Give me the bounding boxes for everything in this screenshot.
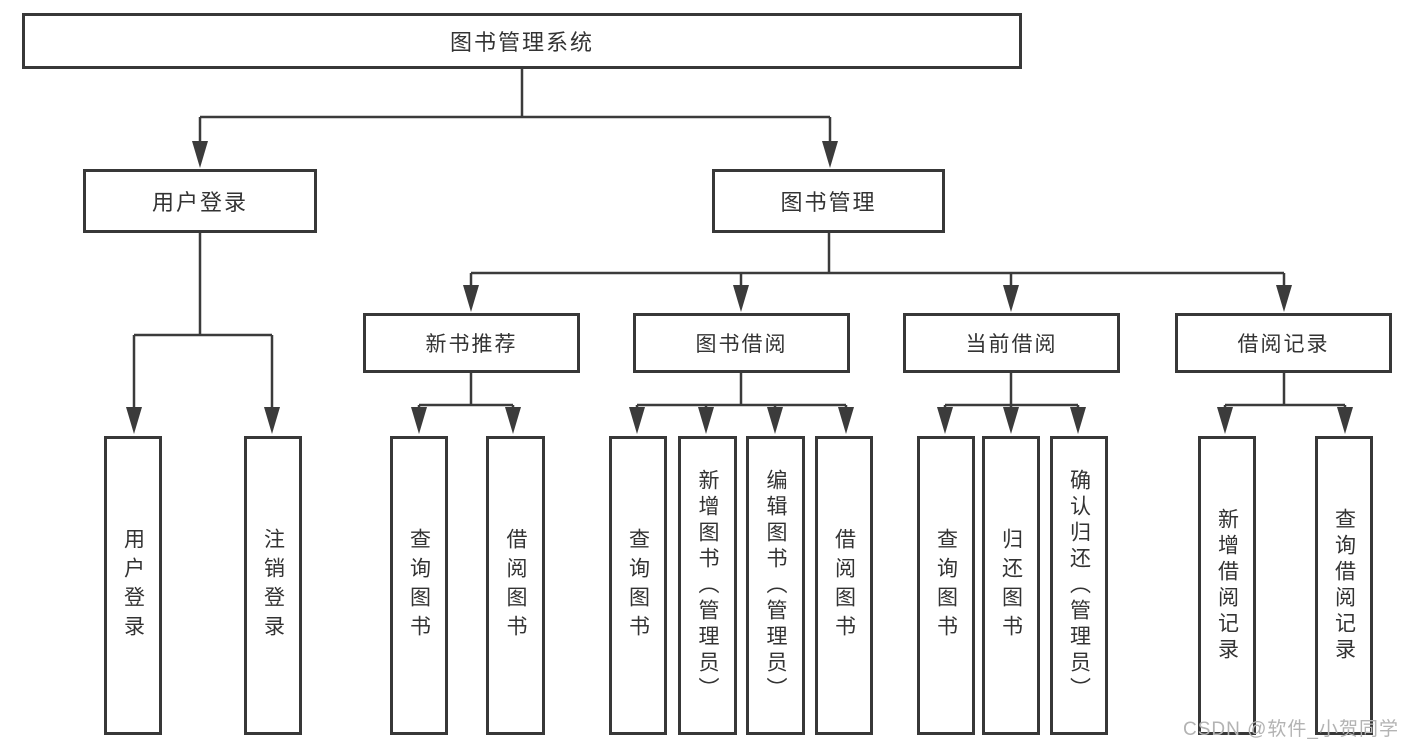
- leaf-query-borrow-record-label: 查询借阅记录: [1332, 507, 1356, 664]
- node-root-label: 图书管理系统: [449, 30, 594, 55]
- node-new-book-recommend: 新书推荐: [363, 313, 580, 373]
- leaf-edit-book-admin: 编辑图书（管理员）: [746, 436, 805, 735]
- arrow-down-icon: [698, 407, 714, 434]
- leaf-add-borrow-record-label: 新增借阅记录: [1215, 507, 1239, 664]
- node-user-login: 用户登录: [83, 169, 317, 233]
- node-current-borrow-label: 当前借阅: [965, 333, 1058, 356]
- leaf-return-book: 归还图书: [982, 436, 1040, 735]
- node-user-login-label: 用户登录: [151, 190, 248, 215]
- leaf-logout: 注销登录: [244, 436, 302, 735]
- node-current-borrow: 当前借阅: [903, 313, 1120, 373]
- arrow-down-icon: [767, 407, 783, 434]
- arrow-down-icon: [1070, 407, 1086, 434]
- node-new-book-recommend-label: 新书推荐: [425, 333, 518, 356]
- arrow-down-icon: [1003, 407, 1019, 434]
- watermark: CSDN @软件_小贺同学: [1183, 719, 1399, 740]
- node-book-management: 图书管理: [712, 169, 945, 233]
- arrow-down-icon: [411, 407, 427, 434]
- node-book-borrow: 图书借阅: [633, 313, 850, 373]
- node-root: 图书管理系统: [22, 13, 1022, 69]
- leaf-query-books-current: 查询图书: [917, 436, 975, 735]
- leaf-borrow-books-recommend-label: 借阅图书: [504, 527, 527, 644]
- arrow-down-icon: [1217, 407, 1233, 434]
- leaf-user-login: 用户登录: [104, 436, 162, 735]
- leaf-query-books-borrow-label: 查询图书: [626, 527, 650, 644]
- leaf-return-book-label: 归还图书: [999, 527, 1023, 644]
- leaf-add-book-admin-label: 新增图书（管理员）: [696, 468, 719, 703]
- leaf-add-book-admin: 新增图书（管理员）: [678, 436, 737, 735]
- node-borrow-records-label: 借阅记录: [1237, 333, 1330, 356]
- leaf-borrow-books-label: 借阅图书: [832, 527, 856, 644]
- leaf-query-books-borrow: 查询图书: [609, 436, 667, 735]
- leaf-user-login-label: 用户登录: [121, 527, 145, 644]
- arrow-down-icon: [192, 141, 208, 168]
- arrow-down-icon: [1276, 285, 1292, 312]
- arrow-down-icon: [822, 141, 838, 168]
- leaf-borrow-books: 借阅图书: [815, 436, 873, 735]
- arrow-down-icon: [264, 407, 280, 434]
- leaf-borrow-books-recommend: 借阅图书: [486, 436, 545, 735]
- arrow-down-icon: [1337, 407, 1353, 434]
- arrow-down-icon: [937, 407, 953, 434]
- leaf-query-books-current-label: 查询图书: [934, 527, 958, 644]
- arrow-down-icon: [838, 407, 854, 434]
- arrow-down-icon: [629, 407, 645, 434]
- leaf-confirm-return-admin: 确认归还（管理员）: [1050, 436, 1108, 735]
- arrow-down-icon: [505, 407, 521, 434]
- leaf-logout-label: 注销登录: [261, 527, 285, 644]
- arrow-down-icon: [126, 407, 142, 434]
- leaf-add-borrow-record: 新增借阅记录: [1198, 436, 1256, 735]
- node-book-management-label: 图书管理: [780, 190, 877, 215]
- node-book-borrow-label: 图书借阅: [695, 333, 788, 356]
- leaf-edit-book-admin-label: 编辑图书（管理员）: [764, 468, 787, 703]
- leaf-query-books-recommend-label: 查询图书: [407, 527, 431, 644]
- node-borrow-records: 借阅记录: [1175, 313, 1392, 373]
- arrow-down-icon: [1003, 285, 1019, 312]
- arrow-down-icon: [463, 285, 479, 312]
- leaf-confirm-return-admin-label: 确认归还（管理员）: [1067, 468, 1091, 703]
- leaf-query-books-recommend: 查询图书: [390, 436, 448, 735]
- leaf-query-borrow-record: 查询借阅记录: [1315, 436, 1373, 735]
- arrow-down-icon: [733, 285, 749, 312]
